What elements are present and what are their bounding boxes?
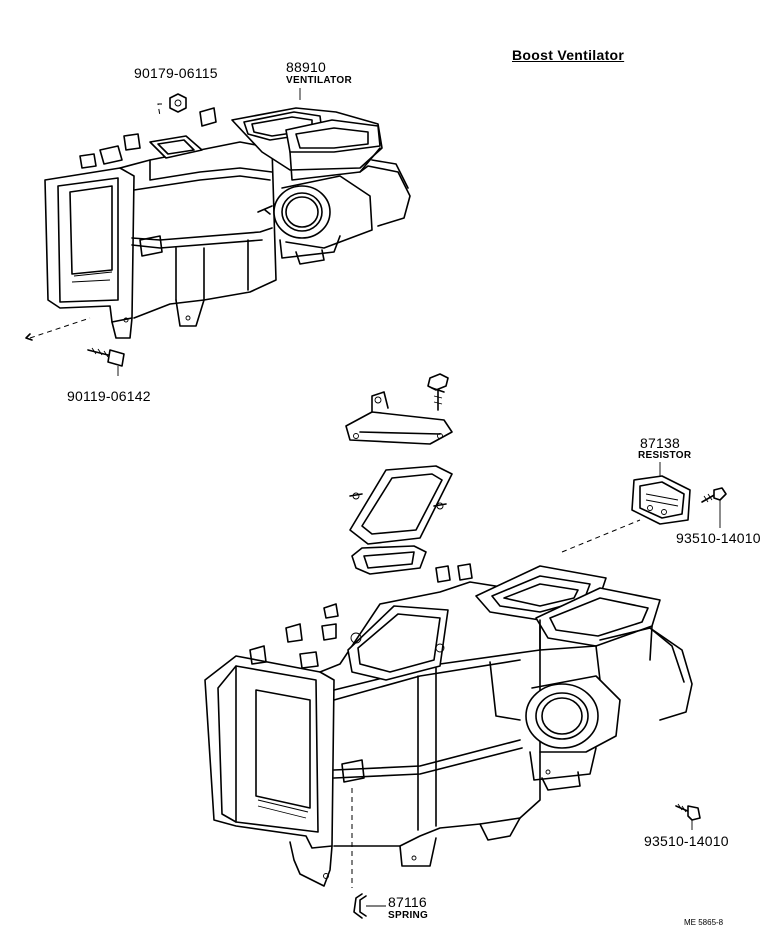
- label-93510-14010-a: 93510-14010: [676, 530, 761, 546]
- screw-93510-14010-a: [701, 487, 727, 528]
- nut-90179-06115: [157, 93, 187, 117]
- screw-90119-06142: [87, 347, 125, 376]
- label-87138: 87138: [640, 435, 680, 451]
- bolt: [427, 373, 449, 411]
- label-90119-06142: 90119-06142: [67, 388, 151, 404]
- label-spring: SPRING: [388, 910, 429, 921]
- diagram-title: Boost Ventilator: [512, 47, 625, 63]
- resistor-87138: [631, 462, 691, 525]
- label-88910: 88910: [286, 59, 326, 75]
- drawing-code: ME 5865-8: [684, 918, 724, 927]
- label-90179-06115: 90179-06115: [134, 65, 218, 81]
- label-ventilator: VENTILATOR: [286, 75, 352, 86]
- spring-87116: [353, 893, 386, 919]
- lower-heater-unit: [204, 563, 693, 887]
- gasket: [349, 465, 453, 575]
- label-93510-14010-b: 93510-14010: [644, 833, 729, 849]
- label-resistor: RESISTOR: [638, 450, 692, 461]
- bracket: [345, 391, 453, 445]
- upper-heater-unit: [44, 107, 411, 339]
- label-87116: 87116: [388, 894, 427, 910]
- screw-93510-14010-b: [675, 803, 701, 830]
